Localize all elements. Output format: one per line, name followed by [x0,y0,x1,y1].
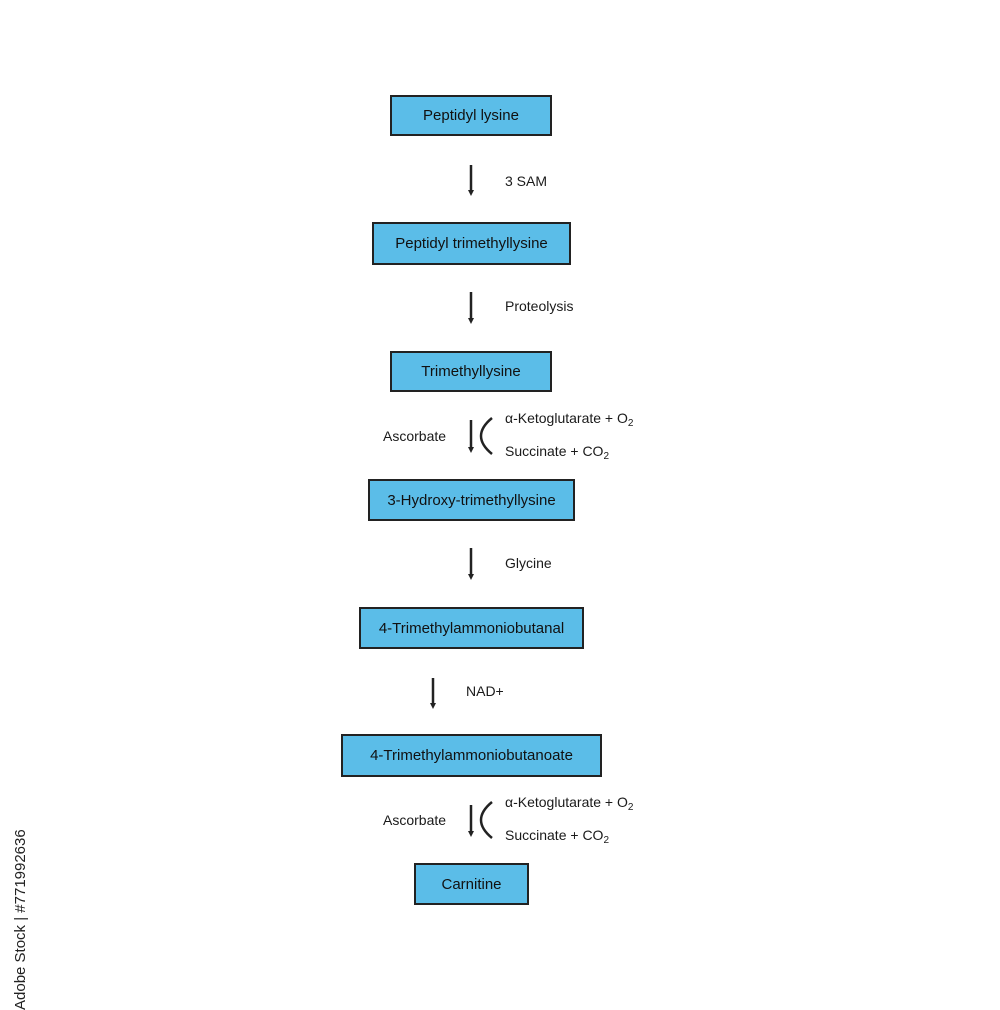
reaction-3-output: Succinate + CO2 [505,443,609,465]
step-3-hydroxy-trimethyllysine: 3-Hydroxy-trimethyllysine [368,479,575,521]
step-4-trimethylammoniobutanal: 4-Trimethylammoniobutanal [359,607,584,649]
stock-watermark-text: Adobe Stock | #771992636 [12,829,29,1010]
step-peptidyl-lysine: Peptidyl lysine [390,95,552,136]
reaction-6-output: Succinate + CO2 [505,827,609,849]
reaction-3-input-text: α-Ketoglutarate + O [505,410,628,426]
reaction-3-cofactor: Ascorbate [383,428,447,444]
reaction-6-cofactor: Ascorbate [383,812,447,828]
curved-arrow-3 [479,417,493,455]
reaction-6-output-sub: 2 [603,835,609,846]
reaction-3-input: α-Ketoglutarate + O2 [505,410,633,432]
reaction-3-input-sub: 2 [627,418,634,429]
stock-watermark: Adobe Stock | #771992636 [12,765,32,1010]
reaction-3-output-sub: 2 [603,451,609,462]
reaction-5-label: NAD+ [466,683,504,699]
reaction-6-output-text: Succinate + CO [505,827,604,843]
step-peptidyl-trimethyllysine: Peptidyl trimethyllysine [372,222,571,265]
reaction-6-input-sub: 2 [627,802,634,813]
step-carnitine: Carnitine [414,863,529,905]
reaction-6-input-text: α-Ketoglutarate + O [505,794,628,810]
step-4-trimethylammoniobutanoate: 4-Trimethylammoniobutanoate [341,734,602,777]
reaction-2-label: Proteolysis [505,298,574,314]
reaction-4-label: Glycine [505,555,552,571]
curved-arrow-6 [479,801,493,839]
reaction-3-output-text: Succinate + CO [505,443,604,459]
reaction-6-input: α-Ketoglutarate + O2 [505,794,633,816]
step-trimethyllysine: Trimethyllysine [390,351,552,392]
reaction-1-label: 3 SAM [505,173,548,189]
